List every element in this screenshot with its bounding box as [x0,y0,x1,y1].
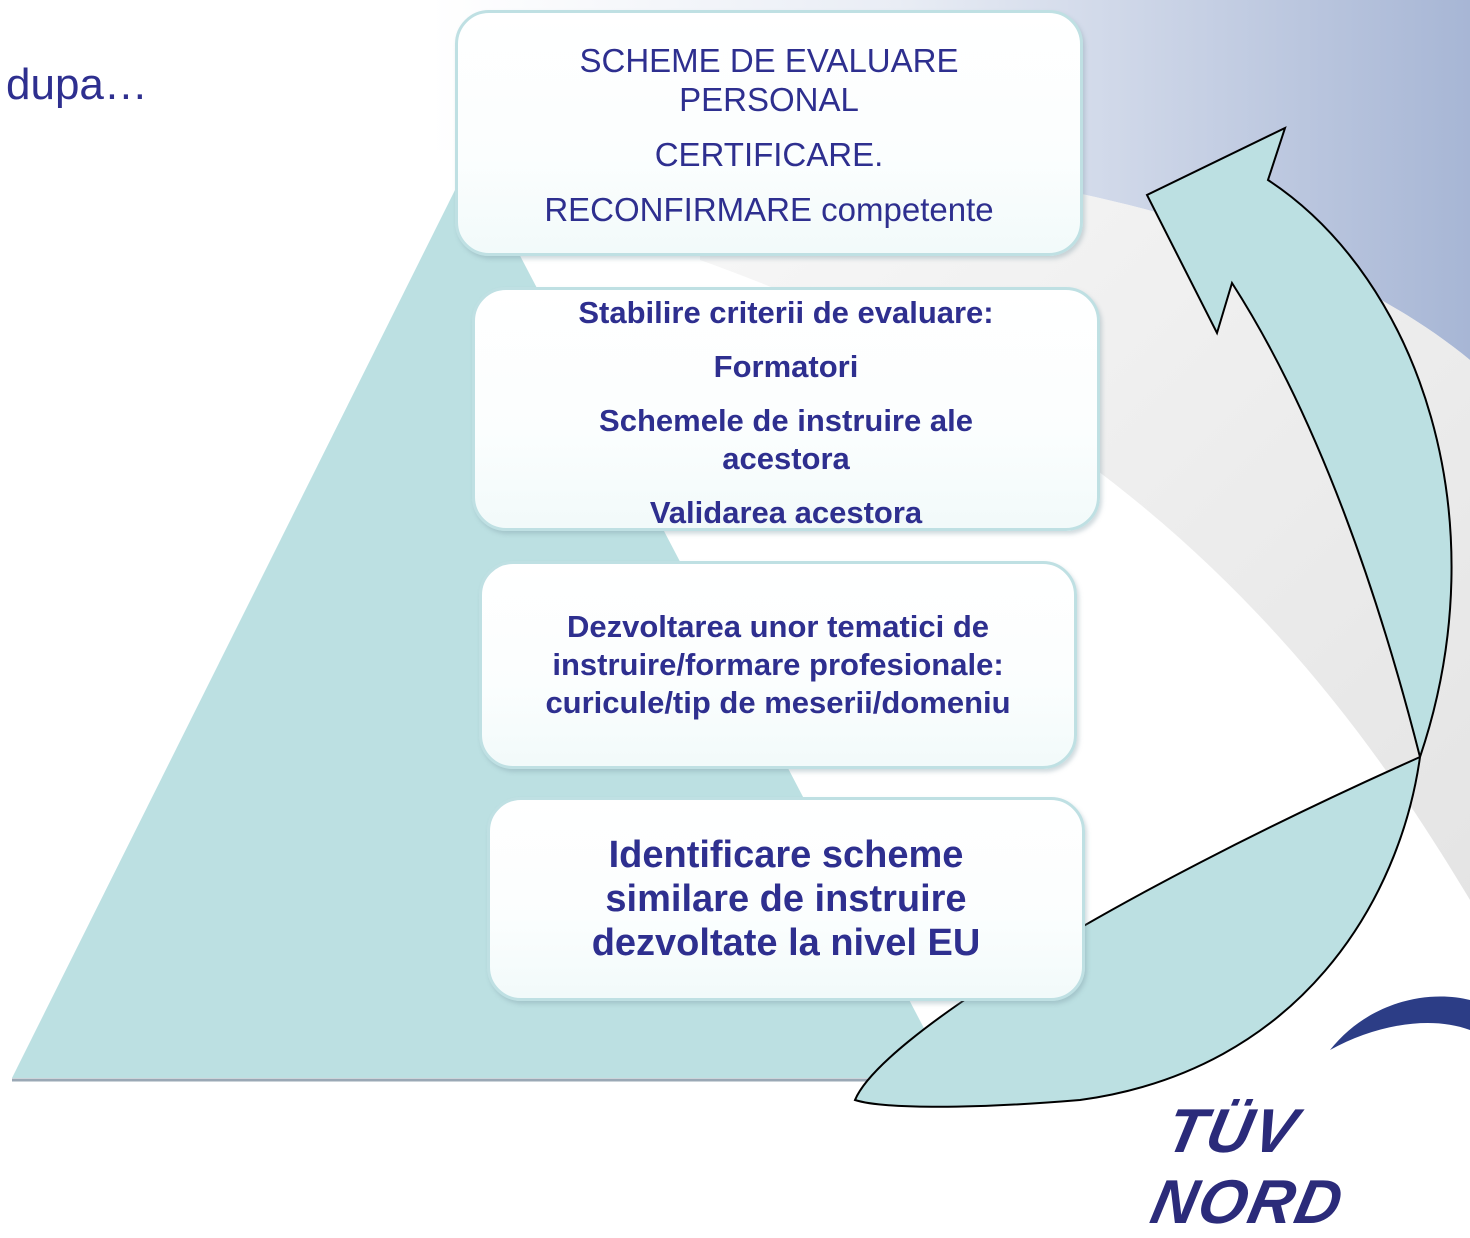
level1-line3: RECONFIRMARE competente [544,191,994,228]
level2-line2: Formatori [713,349,859,384]
company-logo: TÜV NORD [1145,1097,1351,1237]
level1-line1: SCHEME DE EVALUARE PERSONAL [579,42,959,118]
pyramid-level-3: Dezvoltarea unor tematici de instruire/f… [479,561,1077,769]
pyramid-level-1: SCHEME DE EVALUARE PERSONAL CERTIFICARE.… [455,10,1083,256]
level2-line3: Schemele de instruire ale acestora [599,403,973,476]
slide-title: dupa… [6,60,148,109]
level1-line2: CERTIFICARE. [654,136,884,173]
pyramid-level-2: Stabilire criterii de evaluare: Formator… [472,287,1100,531]
logo-arc-icon [1330,996,1470,1050]
level3-text: Dezvoltarea unor tematici de instruire/f… [545,609,1011,720]
pyramid-level-4: Identificare scheme similare de instruir… [487,797,1085,1001]
level2-line4: Validarea acestora [649,495,923,530]
curved-arrow-icon [853,126,1453,1108]
level4-text: Identificare scheme similare de instruir… [591,834,981,964]
level2-line1: Stabilire criterii de evaluare: [578,295,994,330]
